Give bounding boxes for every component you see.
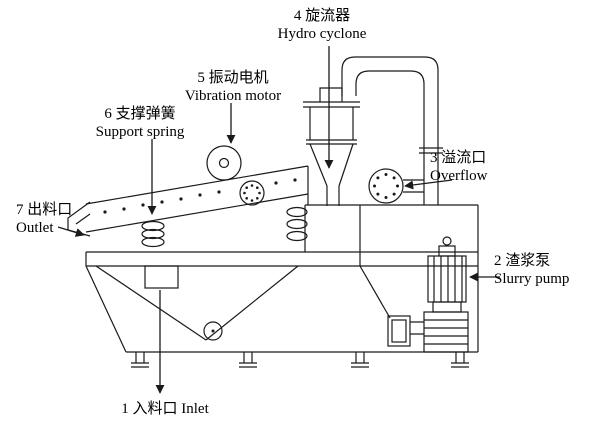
label-outlet: 7 出料口 Outlet [16, 202, 72, 237]
label-overflow: 3 溢流口 Overflow [430, 150, 487, 185]
label-hydro-cyclone-en: Hydro cyclone [277, 25, 367, 42]
label-support-spring: 6 支撑弹簧 Support spring [50, 106, 230, 141]
label-outlet-zh: 7 出料口 [16, 202, 73, 218]
label-overflow-zh: 3 溢流口 [430, 150, 487, 166]
label-slurry-pump-en: Slurry pump [494, 270, 570, 287]
leader-lines [57, 46, 500, 394]
label-vibration-motor-zh: 5 振动电机 [197, 70, 269, 86]
screen-deck [85, 165, 309, 233]
hydrocyclone-part [303, 87, 360, 206]
label-inlet-zh: 1 入料口 Inlet [121, 401, 209, 417]
deck-bolt-dots [103, 178, 297, 214]
support-spring-part [141, 220, 165, 248]
label-vibration-motor: 5 振动电机 Vibration motor [143, 70, 323, 105]
inlet-box [144, 265, 179, 289]
label-hydro-cyclone: 4 旋流器 Hydro cyclone [232, 8, 412, 43]
tank-frame [85, 204, 479, 368]
support-spring-right [286, 206, 308, 242]
label-hydro-cyclone-zh: 4 旋流器 [293, 8, 351, 24]
overflow-flange [368, 168, 424, 204]
label-support-spring-zh: 6 支撑弹簧 [104, 106, 176, 122]
overflow-pipe [341, 56, 443, 205]
deck-flange [239, 180, 265, 206]
label-vibration-motor-en: Vibration motor [184, 87, 282, 104]
label-support-spring-en: Support spring [95, 123, 185, 140]
label-inlet: 1 入料口 Inlet [85, 401, 245, 419]
label-slurry-pump: 2 渣浆泵 Slurry pump [494, 253, 569, 288]
label-overflow-en: Overflow [430, 167, 488, 184]
slurry-pump-part [387, 236, 469, 353]
overflow-arrow [404, 179, 453, 190]
vibration-motor-part [206, 145, 242, 181]
outlet-arrow [57, 226, 85, 237]
label-outlet-en: Outlet [16, 219, 54, 236]
label-slurry-pump-zh: 2 渣浆泵 [494, 253, 551, 269]
